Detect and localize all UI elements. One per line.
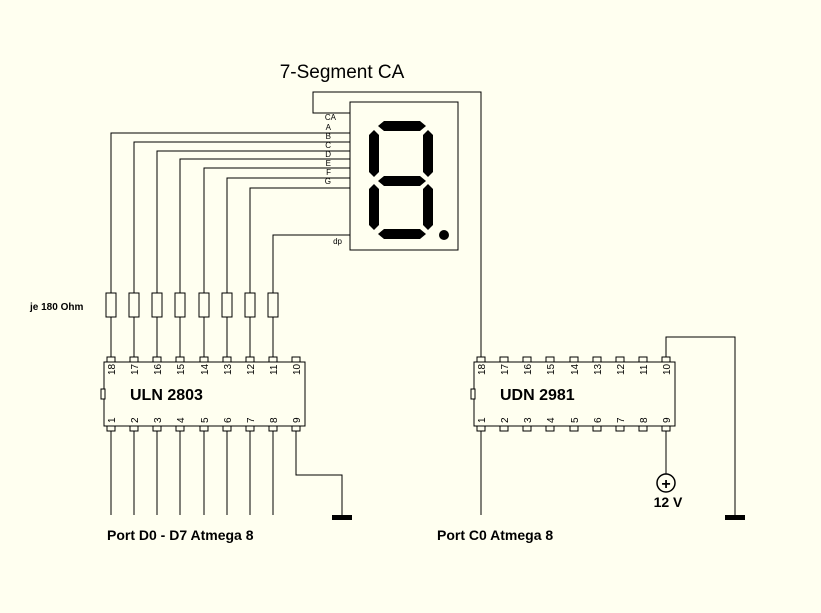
- supply-terminal-icon: [656, 473, 676, 493]
- segment-dp: [439, 230, 449, 240]
- wire-seg-d: [179, 158, 350, 357]
- wire-uln-ground: [295, 431, 343, 515]
- supply-symbol: +: [661, 476, 670, 493]
- pin-number: 13: [223, 363, 234, 375]
- pin-label-e: E: [326, 159, 331, 168]
- pin-number: 11: [639, 364, 650, 375]
- pin-number: 11: [269, 364, 280, 375]
- diagram-title: 7-Segment CA: [280, 62, 405, 83]
- pin-label-dp: dp: [333, 237, 342, 246]
- resistor-label: je 180 Ohm: [29, 302, 83, 313]
- pin-number: 6: [593, 417, 604, 423]
- wire-common-anode: [312, 91, 482, 357]
- resistor: [128, 292, 140, 318]
- resistor: [174, 292, 186, 318]
- chip-udn2981: UDN 2981 18 17 16 15: [470, 356, 676, 432]
- wire-seg-f: [226, 177, 350, 357]
- pin-number: 9: [292, 417, 303, 423]
- pin-number: 5: [570, 417, 581, 423]
- wire-seg-dp: [272, 234, 350, 357]
- resistor: [267, 292, 279, 318]
- segment-f: [369, 130, 379, 177]
- segment-wires: [110, 132, 350, 357]
- pin-number: 8: [269, 417, 280, 423]
- seven-segment-display: [349, 101, 459, 251]
- wire-seg-e: [203, 167, 350, 357]
- pin-label-b: B: [326, 132, 331, 141]
- pin-number: 17: [500, 363, 511, 375]
- segment-a: [378, 121, 426, 131]
- pin-number: 4: [546, 417, 557, 423]
- ground-icon: [332, 515, 352, 520]
- pin-label-ca: CA: [325, 113, 337, 122]
- wire-udn-ground: [665, 336, 736, 515]
- wire-seg-b: [133, 141, 350, 357]
- segment-g: [378, 176, 426, 186]
- chip-notch: [100, 388, 106, 400]
- resistor-array: [105, 292, 279, 318]
- segment-d: [378, 229, 426, 239]
- port-c-label: Port C0 Atmega 8: [437, 527, 553, 543]
- pin-number: 17: [130, 363, 141, 375]
- resistor: [198, 292, 210, 318]
- chip-bottom-pins: [106, 425, 301, 432]
- pin-number: 14: [570, 363, 581, 375]
- pin-number: 1: [477, 417, 488, 423]
- pin-number: 8: [639, 417, 650, 423]
- pin-number: 12: [246, 363, 257, 375]
- pin-number: 13: [593, 363, 604, 375]
- pin-number: 5: [200, 417, 211, 423]
- pin-number: 2: [130, 417, 141, 423]
- pin-number: 7: [246, 417, 257, 423]
- pin-number: 16: [523, 363, 534, 375]
- resistor: [105, 292, 117, 318]
- pin-number: 12: [616, 363, 627, 375]
- resistor: [244, 292, 256, 318]
- wire-seg-g: [249, 187, 350, 357]
- segment-b: [423, 130, 433, 177]
- pin-number: 15: [546, 363, 557, 375]
- port-d-wires: [110, 431, 274, 515]
- chip-top-pins: [476, 356, 671, 363]
- chip-name: UDN 2981: [500, 387, 575, 404]
- pin-number: 16: [153, 363, 164, 375]
- pin-number: 10: [292, 363, 303, 375]
- pin-number: 3: [153, 417, 164, 423]
- pin-label-g: G: [325, 177, 331, 186]
- wire-seg-a: [110, 132, 350, 357]
- pin-number: 2: [500, 417, 511, 423]
- chip-top-pins: [106, 356, 301, 363]
- pin-number: 6: [223, 417, 234, 423]
- pin-number: 18: [107, 363, 118, 375]
- segment-e: [369, 184, 379, 230]
- pin-number: 10: [662, 363, 673, 375]
- pin-number: 1: [107, 417, 118, 423]
- pin-number: 15: [176, 363, 187, 375]
- supply-label: 12 V: [654, 494, 683, 510]
- pin-number: 3: [523, 417, 534, 423]
- chip-notch: [470, 388, 476, 400]
- pin-number: 7: [616, 417, 627, 423]
- wire-seg-c: [156, 150, 350, 357]
- chip-name: ULN 2803: [130, 387, 203, 404]
- port-d-label: Port D0 - D7 Atmega 8: [107, 527, 254, 543]
- pin-number: 18: [477, 363, 488, 375]
- pin-label-c: C: [325, 141, 331, 150]
- pin-label-a: A: [326, 123, 332, 132]
- pin-number: 14: [200, 363, 211, 375]
- chip-bottom-pins: [476, 425, 671, 432]
- resistor: [221, 292, 233, 318]
- pin-number: 9: [662, 417, 673, 423]
- pin-label-f: F: [326, 168, 331, 177]
- pin-label-d: D: [325, 150, 331, 159]
- ground-icon: [725, 515, 745, 520]
- resistor: [151, 292, 163, 318]
- pin-number: 4: [176, 417, 187, 423]
- chip-uln2803: ULN 2803 18 17 1: [100, 356, 306, 432]
- segment-c: [423, 184, 433, 230]
